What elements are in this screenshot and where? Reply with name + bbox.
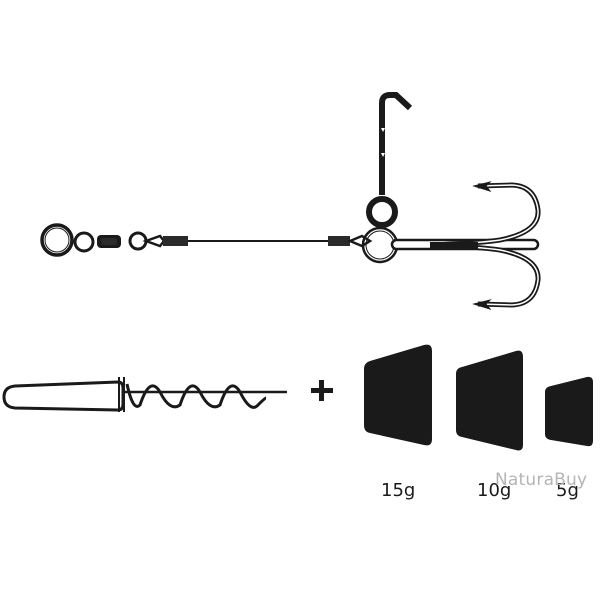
corkscrew-connector-icon xyxy=(2,377,287,412)
weight-10g-shape xyxy=(456,350,523,451)
plus-icon xyxy=(311,380,333,401)
stinger-pin-icon xyxy=(366,92,413,228)
weight-label-15g: 15g xyxy=(381,480,416,501)
crimp-sleeve-icon xyxy=(163,236,188,246)
split-ring-icon xyxy=(40,223,74,257)
crimp-sleeve-icon xyxy=(328,236,350,246)
watermark: NaturaBuy xyxy=(495,470,588,490)
weight-label-10g: 10g xyxy=(477,480,512,501)
weight-15g-shape xyxy=(364,344,432,446)
weight-label-5g: 5g xyxy=(556,480,579,501)
weight-5g-shape xyxy=(545,376,593,447)
treble-hook-icon xyxy=(390,181,541,310)
swivel-ring-icon xyxy=(73,231,95,253)
